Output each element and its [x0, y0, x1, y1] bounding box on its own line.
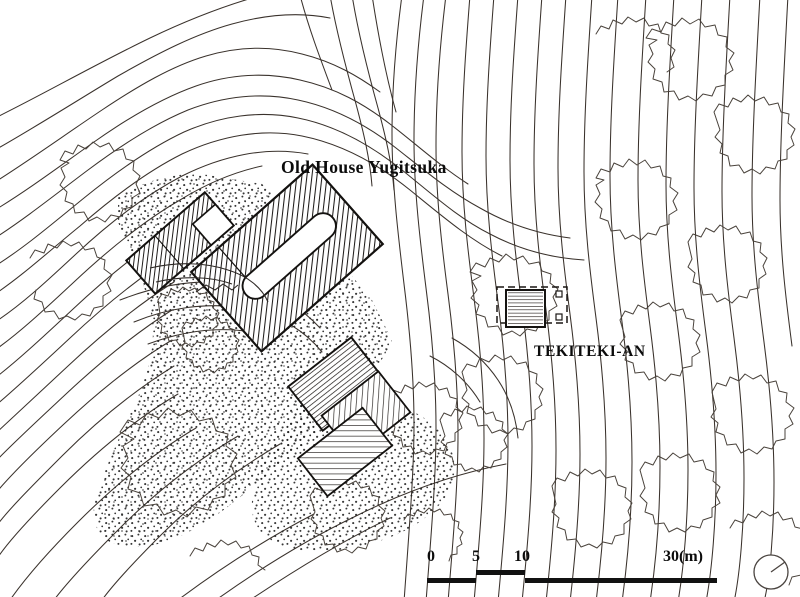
scale-tick-30: 30(m) [663, 548, 703, 565]
building-main-house [189, 163, 385, 353]
garden-path-lines [149, 263, 269, 303]
scale-seg-0-5 [427, 578, 476, 583]
scale-tick-0: 0 [427, 548, 435, 565]
tekiteki-an-label: TEKITEKI-AN [534, 343, 646, 360]
page-title: Old House Yugitsuka [281, 157, 447, 177]
building-south-wing-c [296, 406, 394, 498]
north-arrow-needle [770, 561, 786, 573]
scale-tick-10: 10 [514, 548, 530, 565]
scale-tick-5: 5 [472, 548, 480, 565]
building-tekiteki-an [496, 286, 568, 328]
building-west-annex [124, 190, 236, 296]
tekiteki-an-dashed-enclosure [496, 286, 568, 324]
scale-seg-5-10 [476, 570, 525, 575]
scale-seg-10-30 [525, 578, 717, 583]
